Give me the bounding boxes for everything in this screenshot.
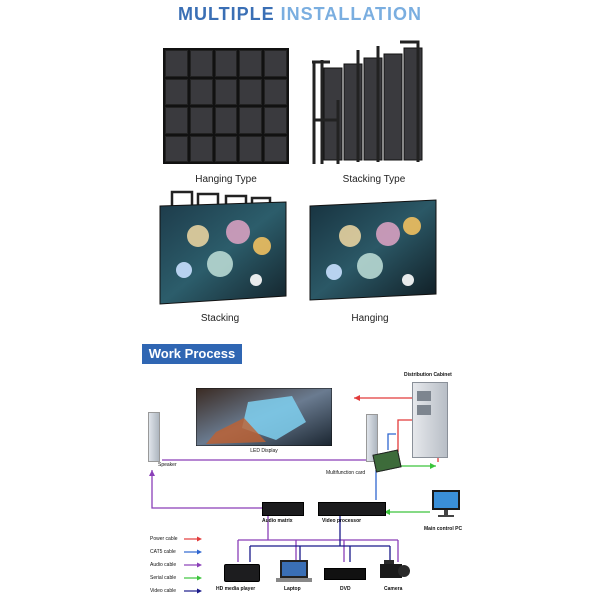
led-display bbox=[196, 388, 332, 446]
hanging-caption: Hanging bbox=[351, 313, 389, 324]
legend-serial: Serial cable bbox=[150, 575, 177, 581]
video-source-lines bbox=[249, 545, 391, 562]
stacking-type-caption: Stacking Type bbox=[342, 174, 406, 185]
audio-source-lines bbox=[237, 514, 399, 562]
title-part2: INSTALLATION bbox=[280, 4, 422, 24]
legend-audio: Audio cable bbox=[150, 562, 177, 568]
hanging-type-image bbox=[163, 48, 289, 164]
video-processor-label: Video processor bbox=[322, 518, 362, 524]
hanging-type-caption: Hanging Type bbox=[195, 174, 257, 185]
legend-power: Power cable bbox=[150, 536, 178, 542]
audio-matrix-label: Audio matrix bbox=[262, 518, 293, 524]
speaker-left bbox=[148, 412, 160, 462]
stacking-screen-image bbox=[159, 190, 287, 305]
audio-matrix bbox=[262, 502, 304, 516]
distribution-cabinet-label: Distribution Cabinet bbox=[404, 372, 452, 378]
dvd-player bbox=[324, 568, 366, 580]
source-label-laptop: Laptop bbox=[284, 586, 301, 592]
title-part1: MULTIPLE bbox=[178, 4, 275, 24]
speaker-label: Speaker bbox=[158, 462, 177, 468]
page-title: MULTIPLE INSTALLATION bbox=[0, 4, 600, 25]
distribution-cabinet bbox=[412, 382, 448, 458]
stacking-caption: Stacking bbox=[200, 313, 240, 324]
power-line-card bbox=[397, 419, 412, 452]
speaker-right bbox=[366, 414, 378, 462]
main-control-pc-label: Main control PC bbox=[424, 526, 463, 532]
laptop bbox=[276, 560, 312, 582]
legend-swatches bbox=[184, 536, 202, 594]
main-control-pc bbox=[432, 490, 460, 517]
led-display-label: LED Display bbox=[250, 448, 278, 454]
source-label-hd-media-player: HD media player bbox=[216, 586, 256, 592]
hanging-screen-image bbox=[309, 199, 437, 301]
legend-cat5: CAT5 cable bbox=[150, 549, 176, 555]
camera bbox=[380, 560, 410, 578]
audio-line-speaker bbox=[151, 470, 262, 509]
video-processor bbox=[318, 502, 386, 516]
stacking-type-image bbox=[312, 40, 423, 164]
source-label-camera: Camera bbox=[384, 586, 403, 592]
hd-media-player bbox=[224, 564, 260, 582]
work-process-badge: Work Process bbox=[142, 344, 242, 364]
legend-video: Video cable bbox=[150, 588, 177, 594]
multifunction-card-label: Multifunction card bbox=[326, 470, 366, 476]
source-label-dvd: DVD bbox=[340, 586, 351, 592]
